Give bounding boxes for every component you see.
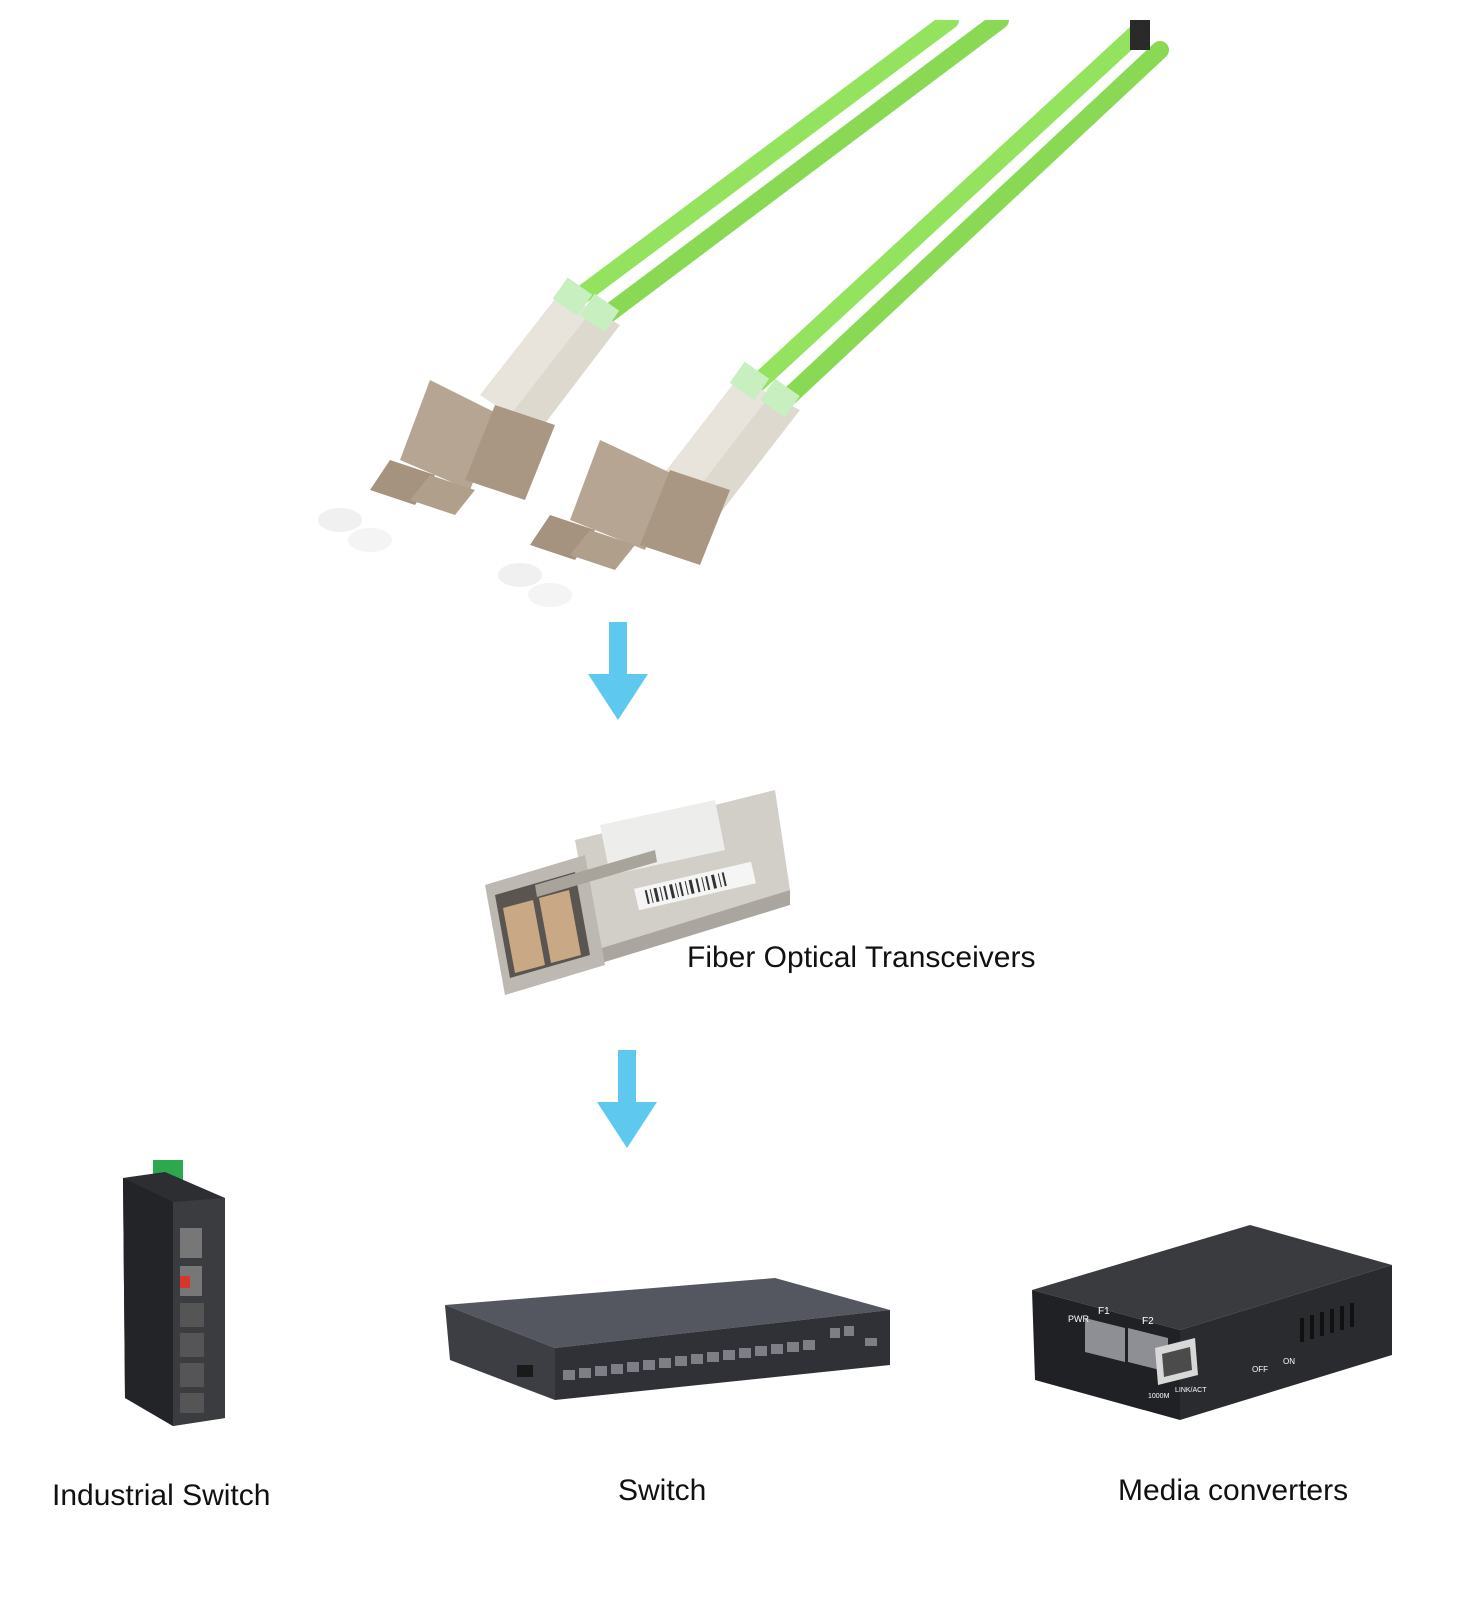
lc-connector-pair-2	[498, 361, 800, 607]
industrial-switch-image	[115, 1158, 235, 1428]
fiber-patch-cable-image	[300, 20, 1180, 630]
switch-off-label: OFF	[1252, 1365, 1268, 1374]
industrial-switch-label: Industrial Switch	[52, 1479, 271, 1512]
lc-connector-pair-1	[318, 277, 620, 552]
speed-label: 1000M	[1148, 1393, 1170, 1400]
down-arrow-icon	[597, 1050, 657, 1150]
switch-label: Switch	[618, 1474, 707, 1507]
transceiver-label: Fiber Optical Transceivers	[687, 941, 1036, 974]
port-label-f2: F2	[1142, 1316, 1154, 1327]
led-label: PWR	[1068, 1314, 1089, 1324]
link-label: LINK/ACT	[1175, 1387, 1207, 1394]
sfp-transceiver-image	[475, 780, 805, 1005]
port-label-f1: F1	[1098, 1306, 1110, 1317]
switch-on-label: ON	[1283, 1357, 1295, 1366]
down-arrow-icon	[588, 622, 648, 722]
cable-strand	[591, 20, 1009, 329]
media-converter-image: PWR F1 F2 1000M LINK/ACT OFF ON	[1030, 1220, 1400, 1425]
rack-switch-image	[445, 1270, 895, 1405]
cable-strand	[741, 21, 1149, 399]
cable-strand	[771, 41, 1169, 414]
cable-strand	[566, 20, 959, 309]
media-converter-label: Media converters	[1118, 1474, 1349, 1507]
